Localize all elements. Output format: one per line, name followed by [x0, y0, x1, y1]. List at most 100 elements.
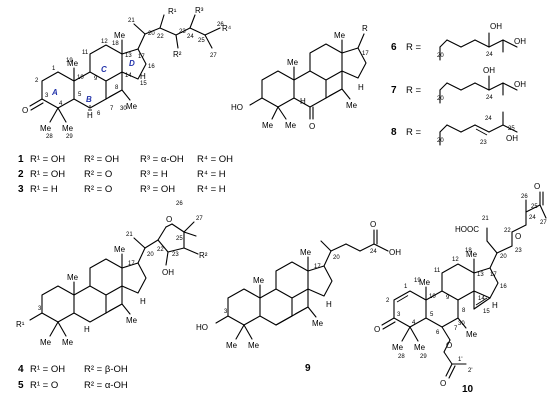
c4-r2: R² = β-OH	[84, 364, 128, 375]
atom-ho-3: HO	[231, 103, 243, 112]
locant-8e: 8	[462, 308, 466, 314]
locant-2prime: 2'	[468, 368, 472, 374]
compound-label-10: 10	[462, 384, 474, 395]
compound-label-3: 3	[18, 184, 24, 195]
atom-h-17e: H	[492, 301, 498, 310]
locant-4e: 4	[412, 320, 416, 326]
locant-23c: 23	[172, 252, 179, 258]
atom-me-30c: Me	[126, 316, 138, 325]
locant-16: 16	[148, 64, 155, 70]
locant-5e: 5	[430, 312, 434, 318]
locant-12e: 12	[452, 257, 459, 263]
locant-29: 29	[66, 134, 73, 140]
compound-label-8: 8	[391, 127, 397, 138]
atom-me-18d: Me	[300, 248, 312, 257]
atom-me-28: Me	[40, 124, 52, 133]
locant-10e: 10	[429, 294, 436, 300]
compound-label-1: 1	[18, 154, 24, 165]
locant-21c: 21	[126, 232, 133, 238]
locant-24e: 24	[529, 215, 536, 221]
c2-r3: R³ = H	[140, 169, 168, 180]
locant-1e: 1	[404, 284, 408, 290]
locant-26: 26	[217, 22, 224, 28]
c3-r4: R⁴ = H	[197, 184, 226, 195]
locant-3: 3	[45, 93, 49, 99]
atom-o-ketone: O	[22, 106, 28, 115]
locant-30e: 30	[458, 321, 465, 327]
locant-6e: 6	[436, 330, 440, 336]
atom-h-5b: H	[300, 97, 306, 106]
locant-20e: 20	[500, 254, 507, 260]
structure-compound-9: HO O OH Me Me Me Me Me H 3 17 20 24 9	[196, 220, 401, 374]
locant-23: 23	[179, 29, 186, 35]
atom-r1-45: R¹	[16, 320, 25, 329]
structure-core-6-8: HO O Me Me Me H Me Me H R 17	[231, 24, 369, 131]
locant-23e: 23	[515, 248, 522, 254]
compound-label-6: 6	[391, 42, 397, 53]
structure-compounds-1-3: O Me Me Me H Me Me H R¹ R² R³ R⁴ A B C D…	[22, 6, 232, 140]
locant-28: 28	[46, 134, 53, 140]
c8-r-label: R =	[406, 127, 422, 138]
locant-30: 30	[120, 106, 127, 112]
atom-o-ester: O	[515, 232, 521, 241]
c1-r4: R⁴ = OH	[197, 154, 233, 165]
locant-20c: 20	[147, 252, 154, 258]
atom-me-28c: Me	[40, 338, 52, 347]
c7-r-label: R =	[406, 85, 422, 96]
locant-18e: 18	[465, 248, 472, 254]
atom-h-17c: H	[140, 297, 146, 306]
locant-13e: 13	[477, 272, 484, 278]
atom-r1-label: R¹	[168, 7, 177, 16]
locant-17b: 17	[362, 51, 369, 57]
atom-me-30e: Me	[466, 330, 478, 339]
locant-25c: 25	[176, 236, 183, 242]
atom-h-17b: H	[358, 83, 364, 92]
locant-15: 15	[140, 81, 147, 87]
locant-9e: 9	[446, 295, 450, 301]
atom-me-18b: Me	[334, 31, 346, 40]
locant-21: 21	[128, 18, 135, 24]
atom-me-19d: Me	[253, 276, 265, 285]
atom-o-acetate: O	[446, 341, 452, 350]
atom-ho-9: HO	[196, 323, 208, 332]
locant-27e: 27	[540, 220, 547, 226]
compound-label-5: 5	[18, 380, 24, 391]
locant-3e: 3	[397, 312, 401, 318]
locant-19: 19	[66, 58, 73, 64]
locant-22e: 22	[504, 228, 511, 234]
atom-me-18c: Me	[114, 245, 126, 254]
locant-20: 20	[148, 31, 155, 37]
locant-17: 17	[138, 54, 145, 60]
locant-26c: 26	[176, 201, 183, 207]
c1-r2: R² = OH	[84, 154, 119, 165]
c5-r2: R² = α-OH	[84, 380, 128, 391]
atom-o-acetate-carbonyl: O	[440, 379, 446, 388]
c1-r1: R¹ = OH	[30, 154, 65, 165]
r-group-7: 7 R = OH OH 20 24	[391, 66, 526, 104]
c3-r3: R³ = OH	[140, 184, 175, 195]
ring-label-a: A	[51, 88, 58, 97]
locant-23-8: 23	[480, 140, 487, 146]
atom-oh-acid: OH	[389, 248, 401, 257]
ring-label-c: C	[101, 65, 107, 74]
atom-r2-label: R²	[173, 50, 182, 59]
compound-label-9: 9	[305, 363, 311, 374]
atom-oh-24-6: OH	[490, 22, 502, 31]
atom-r4-label: R⁴	[222, 24, 232, 33]
atom-oh-24-7: OH	[483, 66, 495, 75]
locant-25-8: 25	[508, 126, 515, 132]
locant-3c: 3	[38, 306, 42, 312]
locant-22: 22	[157, 34, 164, 40]
atom-oh-25-8: OH	[506, 134, 518, 143]
locant-12: 12	[101, 39, 108, 45]
locant-24d: 24	[370, 249, 377, 255]
locant-22c: 22	[157, 247, 164, 253]
locant-24-8: 24	[485, 116, 492, 122]
locant-14: 14	[125, 73, 132, 79]
atom-me-30d: Me	[312, 319, 324, 328]
r-group-6: 6 R = OH OH 20 24	[391, 22, 526, 61]
locant-18: 18	[112, 41, 119, 47]
c4-r1: R¹ = OH	[30, 364, 65, 375]
locant-17c: 17	[128, 261, 135, 267]
c1-r3: R³ = α-OH	[140, 154, 184, 165]
